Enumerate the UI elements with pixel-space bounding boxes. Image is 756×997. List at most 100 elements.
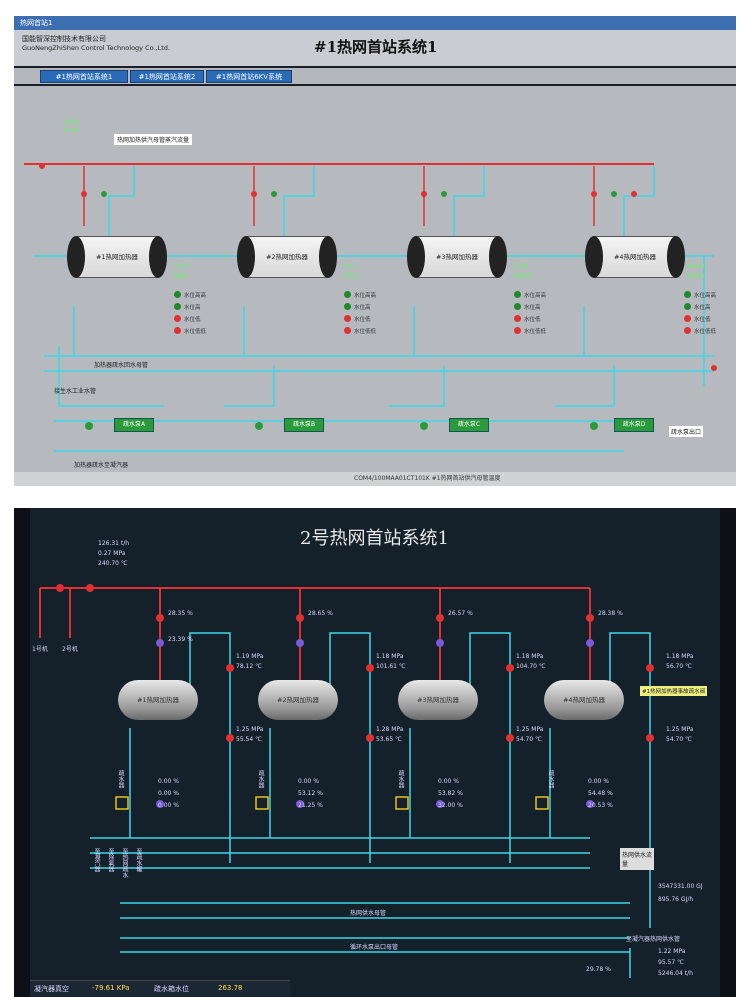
pump-c-button[interactable]: 疏水泵C — [449, 418, 489, 432]
tank-2-drain-3: 21.25 % — [298, 802, 323, 809]
heater-3-val-2: 166.0 — [514, 272, 533, 280]
return-pressure: 1.22 MPa — [658, 948, 686, 955]
pump-a-button[interactable]: 疏水泵A — [114, 418, 154, 432]
tank-2-drain-1: 0.00 % — [298, 778, 319, 785]
tank-1-drain-1: 0.00 % — [158, 778, 179, 785]
heater-tank-4[interactable]: #4热网加热器 — [544, 680, 624, 720]
status-label: 水位低 — [184, 317, 201, 323]
drain-pump-label: 疏水器 — [397, 770, 404, 788]
tank-2-t-out: 101.61 ℃ — [376, 663, 406, 670]
unit1-label: 1号机 — [32, 646, 48, 653]
drain-header-label: 加热器疏水回水母管 — [94, 362, 149, 369]
process-canvas: 热网加热供汽母管蒸汽流量 0.00 0.00 #1热网加热器 #2热网加热器 #… — [14, 86, 736, 472]
flow-box: 热网供水流量 — [620, 848, 654, 870]
tank-2-valve-pct: 28.65 % — [308, 610, 333, 617]
heater-1[interactable]: #1热网加热器 — [67, 236, 167, 278]
heater-tank-3[interactable]: #3热网加热器 — [398, 680, 478, 720]
heater-3[interactable]: #3热网加热器 — [407, 236, 507, 278]
drain-pump-label: 疏水器 — [547, 770, 554, 788]
tank-3-drain-2: 53.82 % — [438, 790, 463, 797]
tank-1-drain-3: 0.00 % — [158, 802, 179, 809]
tab-system2[interactable]: #1热网首站系统2 — [130, 70, 204, 83]
tank-4-drain-1: 0.00 % — [588, 778, 609, 785]
heater-tank-2[interactable]: #2热网加热器 — [258, 680, 338, 720]
supply-header-label: 热网供水母管 — [350, 910, 387, 917]
side-label-2: 至除氧器 — [107, 848, 114, 872]
status-dot — [684, 303, 691, 310]
tank-3-t-out: 104.70 ℃ — [516, 663, 546, 670]
status-bar-text: COM4/100MAA01CT101K #1热网首站供汽母管温度 — [354, 475, 501, 482]
status-label: 水位低低 — [354, 329, 377, 335]
status-dot — [174, 303, 181, 310]
side-label: 接生水工业水管 — [54, 388, 97, 395]
status-label: 水位低低 — [184, 329, 207, 335]
tank-4-valve-pct: 28.38 % — [598, 610, 623, 617]
status-dot — [684, 291, 691, 298]
page-title: #1热网首站系统1 — [314, 38, 438, 56]
tank-3-drain-1: 0.00 % — [438, 778, 459, 785]
heater-2[interactable]: #2热网加热器 — [237, 236, 337, 278]
steam-pressure: 0.27 MPa — [98, 550, 126, 557]
flow-total: 3547331.00 GJ — [658, 883, 703, 890]
status-dot — [344, 315, 351, 322]
page-title-2: 2号热网首站系统1 — [300, 528, 449, 549]
heater-4-val-1: 120.0 — [686, 262, 705, 270]
status-dot — [344, 303, 351, 310]
heater-tank-1[interactable]: #1热网加热器 — [118, 680, 198, 720]
return-temp: 95.57 ℃ — [658, 959, 684, 966]
bottom-label: 加热器疏水至凝汽器 — [74, 462, 129, 469]
status-dot — [514, 315, 521, 322]
heater-4-val-2: 215.0 — [686, 272, 705, 280]
status-dot — [174, 291, 181, 298]
tank-1-valve-pct: 28.35 % — [168, 610, 193, 617]
tab-system1[interactable]: #1热网首站系统1 — [40, 70, 128, 83]
status-label: 水位低 — [354, 317, 371, 323]
tank-3-t-in: 54.70 ℃ — [516, 736, 542, 743]
side-label-1: 至凝汽器 — [93, 848, 100, 872]
side-label-3: 至热网疏水 — [121, 848, 128, 878]
flow-rate: 895.76 GJ/h — [658, 896, 694, 903]
status-dot — [344, 327, 351, 334]
pump-d-button[interactable]: 疏水泵D — [614, 418, 654, 432]
tank-2-t-in: 53.65 ℃ — [376, 736, 402, 743]
tank-1-p-in: 1.25 MPa — [236, 726, 264, 733]
heater-2-val-2: 23.0 — [344, 272, 359, 280]
steam-flow: 126.31 t/h — [98, 540, 130, 547]
tank-3-p-in: 1.25 MPa — [516, 726, 544, 733]
steam-temp: 240.70 ℃ — [98, 560, 128, 567]
return-flow: 5246.04 t/h — [658, 970, 693, 977]
status-label: 水位高高 — [694, 293, 717, 299]
tank-2-drain-2: 53.12 % — [298, 790, 323, 797]
tank-4-t-in: 54.70 ℃ — [666, 736, 692, 743]
pipe-diagram-2 — [39, 584, 654, 978]
tab-6kv[interactable]: #1热网首站6KV系统 — [206, 70, 292, 83]
company-name-en: GuoNengZhiShen Control Technology Co.,Lt… — [22, 44, 170, 52]
header-bar — [14, 30, 736, 66]
annotation-label: #1热网加热器事故疏水阀 — [640, 686, 708, 696]
tank-3-drain-3: 32.00 % — [438, 802, 463, 809]
window-titlebar: 热网首站1 — [14, 16, 736, 30]
status-label: 水位高高 — [354, 293, 377, 299]
top-value-1: 0.00 — [64, 118, 79, 126]
status-label: 水位低 — [694, 317, 711, 323]
tank-4-drain-3: 20.53 % — [588, 802, 613, 809]
tank-1-p-out: 1.19 MPa — [236, 653, 264, 660]
status-bar: COM4/100MAA01CT101K #1热网首站供汽母管温度 — [14, 472, 736, 486]
status-dot — [174, 315, 181, 322]
pump-b-button[interactable]: 疏水泵B — [284, 418, 324, 432]
status-label: 水位高 — [184, 305, 201, 311]
tank-1-in-pct: 23.39 % — [168, 636, 193, 643]
status-label: 水位高高 — [184, 293, 207, 299]
heater-4[interactable]: #4热网加热器 — [585, 236, 685, 278]
status-dot — [514, 303, 521, 310]
status-label: 水位高 — [354, 305, 371, 311]
status-dot — [684, 327, 691, 334]
tank-4-t-out: 56.70 ℃ — [666, 663, 692, 670]
status-dot — [684, 315, 691, 322]
tank-1-t-in: 55.54 ℃ — [236, 736, 262, 743]
top-value-2: 0.00 — [64, 126, 79, 134]
tank-4-drain-2: 54.48 % — [588, 790, 613, 797]
header-note: 热网加热供汽母管蒸汽流量 — [114, 134, 193, 145]
vacuum-value: -79.61 KPa — [92, 984, 130, 992]
tank-level-label: 疏水箱水位 — [154, 985, 189, 993]
